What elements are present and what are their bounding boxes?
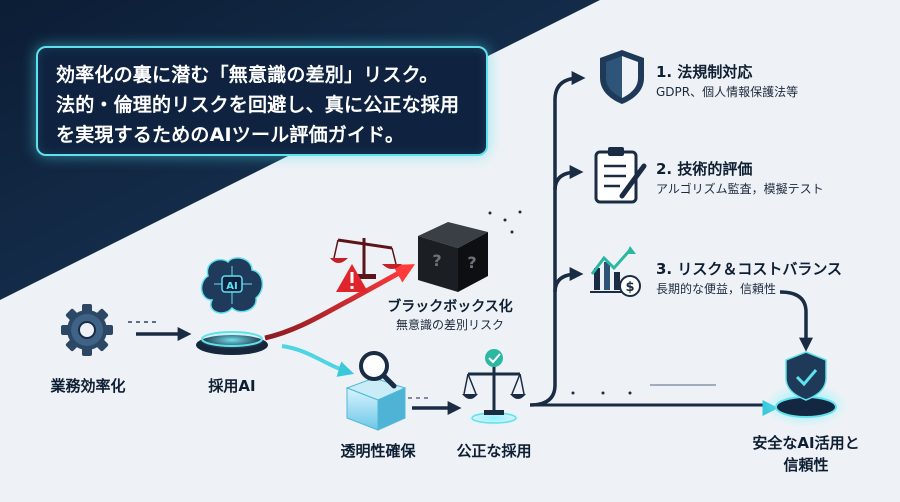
growth-chart-dollar-icon: $ (590, 246, 641, 297)
svg-text:?: ? (467, 253, 476, 272)
branch-1-title: 1. 法規制対応 (656, 63, 753, 81)
blackbox-cube-icon: ? ? (418, 222, 488, 292)
risk-arrow (264, 264, 416, 341)
branch-3-to-goal (779, 290, 813, 352)
transparency-arrow (281, 344, 355, 377)
svg-text:AI: AI (226, 281, 237, 292)
decorative-dots (488, 210, 522, 234)
svg-text:?: ? (432, 251, 441, 270)
label-hiring-ai: 採用AI (208, 377, 256, 395)
ai-brain-icon: AI (196, 257, 268, 355)
branch-2-sub: アルゴリズム監査，模擬テスト (656, 182, 824, 196)
unbalanced-scale-icon (330, 238, 402, 279)
check-circle-icon (485, 349, 503, 367)
shield-icon (600, 50, 644, 104)
branch-3-title: 3. リスク＆コストバランス (656, 260, 843, 278)
label-blackbox: ブラックボックス化 (387, 299, 513, 315)
connector-transparency-to-fair (408, 397, 462, 415)
secure-shield-platform-icon (764, 351, 848, 427)
label-goal: 安全なAI活用と 信頼性 (752, 432, 859, 476)
branch-3-sub: 長期的な便益，信頼性 (656, 282, 777, 296)
balanced-scale-icon (462, 366, 526, 425)
gear-icon (61, 304, 113, 356)
callout-line-2: 法的・倫理的リスクを回避し、真に公正な採用 (56, 94, 460, 116)
label-goal-line-2: 信頼性 (783, 456, 829, 474)
label-goal-line-1: 安全なAI活用と (752, 434, 860, 452)
glass-cube-icon (345, 377, 407, 431)
magnifier-icon (359, 351, 397, 389)
branch-trunk (529, 71, 586, 407)
branch-3-connector (553, 267, 584, 293)
label-efficiency: 業務効率化 (50, 377, 126, 395)
label-transparency: 透明性確保 (340, 442, 416, 460)
warning-triangle-icon (336, 264, 368, 292)
callout-line-1: 効率化の裏に潜む「無意識の差別」リスク。 (56, 64, 439, 86)
branch-2-title: 2. 技術的評価 (656, 160, 753, 178)
label-blackbox-sub: 無意識の差別リスク (395, 318, 505, 332)
clipboard-pen-icon (594, 147, 647, 204)
callout-line-3: を実現するためのAIツール評価ガイド。 (56, 124, 405, 146)
connector-efficiency-to-ai (128, 321, 192, 341)
label-fair-hiring: 公正な採用 (456, 442, 532, 460)
branch-1-sub: GDPR、個人情報保護法等 (656, 85, 799, 99)
branch-2-connector (553, 165, 584, 191)
intro-callout: 効率化の裏に潜む「無意識の差別」リスク。 法的・倫理的リスクを回避し、真に公正な… (36, 46, 488, 156)
svg-text:$: $ (625, 280, 634, 295)
